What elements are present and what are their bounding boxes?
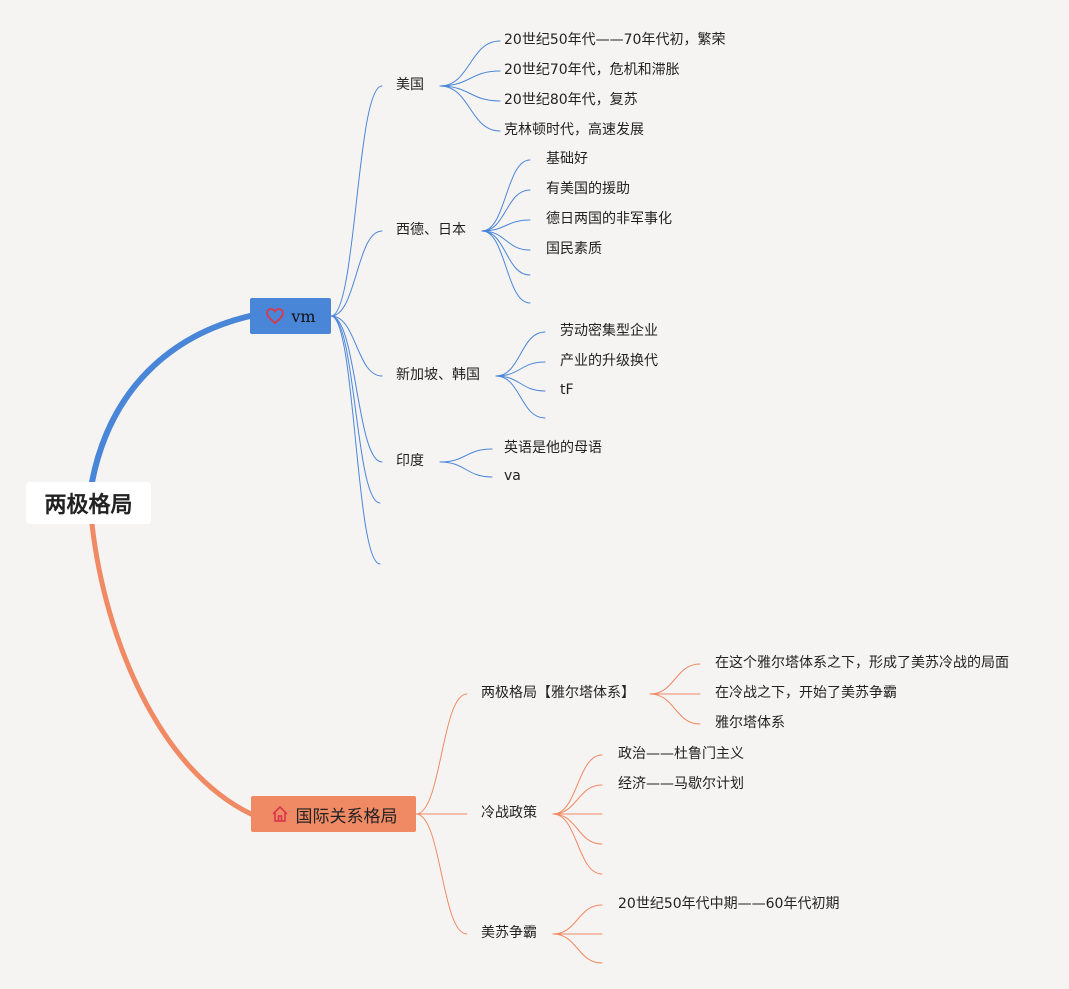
- branch-connector: [330, 315, 383, 377]
- branch-connector: [330, 315, 383, 463]
- leaf-connector: [649, 693, 701, 725]
- subtopic[interactable]: 印度: [396, 453, 424, 469]
- branch-topic-intl-relations[interactable]: 国际关系格局: [251, 796, 416, 832]
- leaf-connector: [481, 230, 531, 276]
- leaf-topic[interactable]: 有美国的援助: [546, 181, 630, 197]
- leaf-connector: [481, 189, 531, 232]
- leaf-connector: [552, 904, 603, 935]
- leaf-topic[interactable]: 克林顿时代，高速发展: [504, 122, 644, 138]
- leaf-connector: [495, 361, 546, 377]
- leaf-topic[interactable]: 产业的升级换代: [560, 353, 658, 369]
- leaf-topic[interactable]: 经济——马歇尔计划: [618, 776, 744, 792]
- branch-connector: [415, 693, 468, 815]
- subtopic[interactable]: 两极格局【雅尔塔体系】: [481, 685, 635, 701]
- branch-connector: [330, 85, 383, 317]
- root-branch-connector-vm: [89, 313, 253, 485]
- leaf-connector: [439, 70, 501, 87]
- leaf-topic[interactable]: 基础好: [546, 151, 588, 167]
- leaf-connector: [552, 754, 603, 815]
- leaf-connector: [481, 230, 531, 304]
- subtopic[interactable]: 美国: [396, 77, 424, 93]
- leaf-topic[interactable]: 政治——杜鲁门主义: [618, 746, 744, 762]
- subtopic[interactable]: 美苏争霸: [481, 925, 537, 941]
- leaf-topic[interactable]: 20世纪80年代，复苏: [504, 92, 638, 108]
- leaf-connector: [495, 375, 546, 419]
- root-branch-connector-intl-relations: [89, 521, 254, 817]
- branch-connector: [330, 315, 381, 565]
- branch-label: 国际关系格局: [295, 806, 398, 827]
- leaf-topic[interactable]: 国民素质: [546, 241, 602, 257]
- leaf-connector: [552, 813, 603, 845]
- leaf-connector: [552, 784, 603, 815]
- leaf-topic[interactable]: tF: [560, 382, 574, 398]
- branch-topic-vm[interactable]: vm: [250, 298, 331, 334]
- leaf-connector: [495, 331, 546, 377]
- leaf-topic[interactable]: 英语是他的母语: [504, 440, 602, 456]
- branch-connector: [330, 315, 381, 504]
- leaf-topic[interactable]: 在冷战之下，开始了美苏争霸: [715, 685, 897, 701]
- leaf-connector: [552, 933, 603, 964]
- leaf-connector: [481, 219, 531, 232]
- leaf-connector: [439, 448, 493, 463]
- leaf-connector: [439, 85, 501, 102]
- leaf-connector: [439, 461, 493, 478]
- home-icon: [270, 804, 290, 824]
- subtopic[interactable]: 西德、日本: [396, 222, 466, 238]
- leaf-topic[interactable]: va: [504, 468, 521, 484]
- leaf-topic[interactable]: 在这个雅尔塔体系之下，形成了美苏冷战的局面: [715, 655, 1009, 671]
- leaf-topic[interactable]: 20世纪70年代，危机和滞胀: [504, 62, 680, 78]
- leaf-topic[interactable]: 劳动密集型企业: [560, 323, 658, 339]
- heart-icon: [265, 306, 285, 326]
- subtopic[interactable]: 冷战政策: [481, 805, 537, 821]
- branch-connector: [415, 813, 468, 935]
- leaf-connector: [481, 159, 531, 232]
- leaf-connector: [495, 375, 546, 392]
- subtopic[interactable]: 新加坡、韩国: [396, 367, 480, 383]
- branch-connector: [330, 230, 383, 317]
- branch-label: vm: [291, 306, 316, 326]
- leaf-connector: [649, 663, 701, 695]
- leaf-connector: [552, 813, 603, 875]
- root-topic[interactable]: 两极格局: [26, 482, 151, 524]
- leaf-connector: [439, 40, 501, 87]
- leaf-topic[interactable]: 20世纪50年代——70年代初，繁荣: [504, 32, 726, 48]
- leaf-topic[interactable]: 雅尔塔体系: [715, 715, 785, 731]
- leaf-topic[interactable]: 20世纪50年代中期——60年代初期: [618, 896, 840, 912]
- leaf-connector: [439, 85, 501, 132]
- leaf-topic[interactable]: 德日两国的非军事化: [546, 211, 672, 227]
